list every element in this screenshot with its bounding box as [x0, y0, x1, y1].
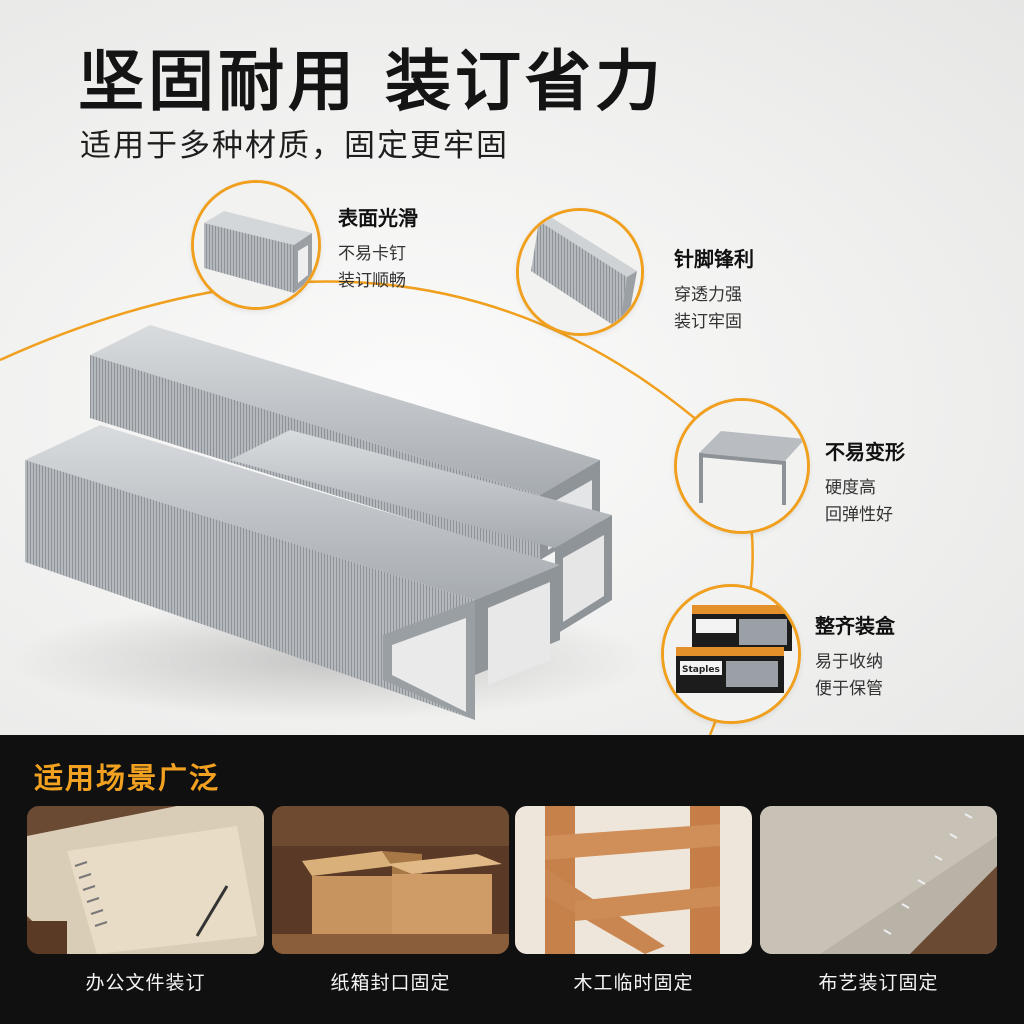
feature-title: 不易变形: [825, 440, 905, 464]
feature-image-rigid: [674, 398, 810, 534]
scenario-label: 办公文件装订: [85, 972, 206, 994]
scenario-card-boxes: [272, 806, 509, 954]
feature-title: 针脚锋利: [674, 247, 754, 271]
staple-box-icon: Staples: [664, 587, 798, 721]
fabric-staples-image: [760, 806, 997, 954]
box-label: Staples: [682, 665, 720, 675]
page-title: 坚固耐用 装订省力: [78, 43, 665, 120]
scenario-card-office: [27, 806, 264, 954]
feature-image-boxed: Staples: [661, 584, 801, 724]
feature-image-smooth: [191, 180, 321, 310]
hero-section: 坚固耐用 装订省力 适用于多种材质，固定更牢固: [0, 0, 1024, 735]
feature-boxed: 整齐装盒 易于收纳 便于保管: [815, 610, 895, 703]
feature-title: 整齐装盒: [815, 614, 895, 638]
feature-desc: 不易卡钉: [338, 244, 406, 264]
feature-desc: 硬度高: [825, 478, 876, 498]
scenario-card-fabric: [760, 806, 997, 954]
feature-smooth: 表面光滑 不易卡钉 装订顺畅: [338, 202, 418, 295]
scenario-card-wood: [515, 806, 752, 954]
scenarios-section: 适用场景广泛 办公文件装订 纸箱封口固定: [0, 735, 1024, 1024]
notebook-image: [27, 806, 264, 954]
scenario-label: 木工临时固定: [573, 972, 694, 994]
feature-desc: 装订牢固: [674, 312, 742, 332]
feature-desc: 穿透力强: [674, 285, 742, 305]
feature-desc: 回弹性好: [825, 505, 893, 525]
cardboard-boxes-image: [272, 806, 509, 954]
wood-frame-image: [515, 806, 752, 954]
feature-sharp: 针脚锋利 穿透力强 装订牢固: [674, 243, 754, 336]
scenario-label: 纸箱封口固定: [330, 972, 451, 994]
feature-desc: 便于保管: [815, 679, 883, 699]
single-staple-icon: [677, 401, 807, 531]
feature-rigid: 不易变形 硬度高 回弹性好: [825, 436, 905, 529]
staple-strips-image: [10, 325, 640, 720]
feature-image-sharp: [516, 208, 644, 336]
scenario-label: 布艺装订固定: [818, 972, 939, 994]
page-subtitle: 适用于多种材质，固定更牢固: [80, 128, 509, 164]
scenarios-title: 适用场景广泛: [34, 761, 221, 795]
staple-legs-icon: [519, 211, 641, 333]
feature-desc: 易于收纳: [815, 652, 883, 672]
staple-strip-icon: [194, 183, 318, 307]
feature-desc: 装订顺畅: [338, 271, 406, 291]
feature-title: 表面光滑: [338, 206, 418, 230]
